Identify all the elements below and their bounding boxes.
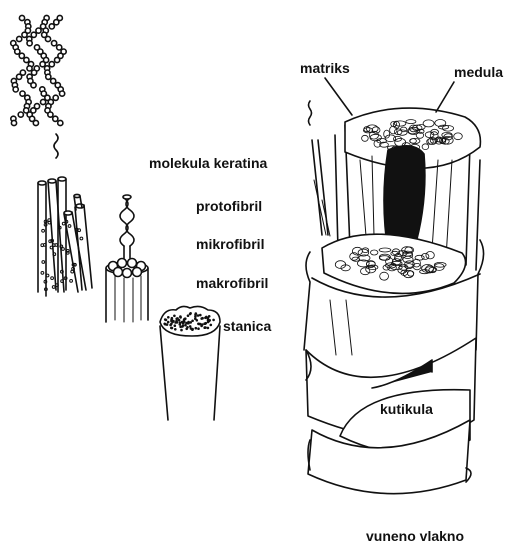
label-protofibril: protofibril xyxy=(196,198,262,214)
microfibril-bundle-illustration xyxy=(106,195,148,322)
label-mikrofibril: mikrofibril xyxy=(196,236,264,252)
label-stanica: stanica xyxy=(223,318,271,334)
label-molekula-keratina: molekula keratina xyxy=(149,155,267,171)
label-matriks: matriks xyxy=(300,60,350,76)
wool-fiber-illustration xyxy=(304,101,484,494)
matriks-leader-line xyxy=(325,78,352,115)
label-kutikula: kutikula xyxy=(380,401,433,417)
medula-leader-line xyxy=(436,82,454,112)
label-makrofibril: makrofibril xyxy=(196,275,268,291)
protofibril-bundle-illustration xyxy=(38,134,92,296)
macrofibril-cell-illustration xyxy=(160,306,220,420)
label-medula: medula xyxy=(454,64,503,80)
keratin-molecule-illustration xyxy=(11,15,66,125)
